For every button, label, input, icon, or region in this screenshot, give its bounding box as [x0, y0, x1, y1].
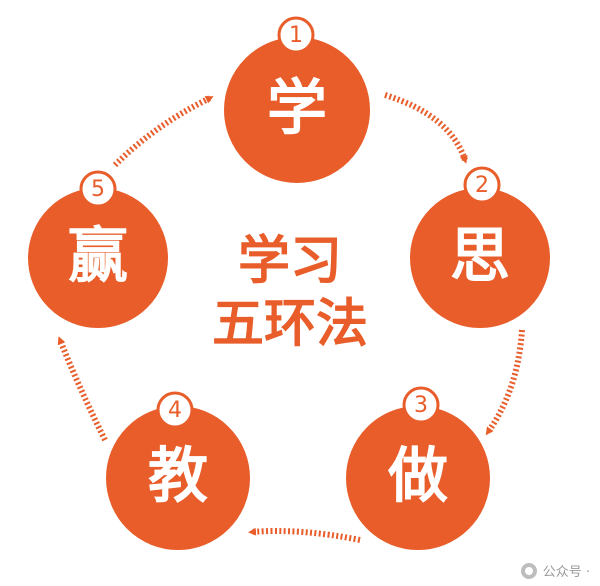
node-label-4: 教: [148, 442, 208, 512]
node-5: 赢 5: [24, 170, 172, 332]
node-4: 教 4: [102, 391, 254, 554]
badge-number-4: 4: [168, 398, 182, 423]
node-3: 做 3: [342, 386, 494, 554]
center-title-line1: 学习: [238, 231, 342, 292]
node-label-3: 做: [387, 442, 448, 512]
badge-number-2: 2: [475, 173, 489, 198]
node-label-2: 思: [450, 222, 510, 292]
badge-circle-3: [402, 386, 440, 424]
badge-number-5: 5: [91, 177, 105, 202]
center-title: 学习 五环法: [212, 231, 368, 355]
center-title-line2: 五环法: [212, 294, 368, 355]
badge-circle-1: [277, 16, 315, 54]
arrow-2-to-3: [485, 329, 525, 436]
cycle-arrows: [57, 92, 525, 543]
badge-number-1: 1: [289, 23, 303, 48]
arrow-5-to-1: [112, 95, 214, 168]
wechat-official-account-icon: [520, 562, 537, 579]
arrow-1-to-2: [384, 92, 468, 164]
badge-circle-5: [79, 170, 117, 208]
node-label-1: 学: [267, 74, 327, 144]
arrow-3-to-4: [248, 527, 361, 543]
node-2: 思 2: [406, 166, 554, 332]
badge-number-3: 3: [414, 393, 428, 418]
watermark-text: 公众号 ·: [542, 565, 590, 580]
badge-circle-4: [156, 391, 194, 429]
badge-circle-2: [463, 166, 501, 204]
node-label-5: 赢: [68, 222, 128, 292]
watermark: 公众号 ·: [520, 561, 590, 580]
arrow-4-to-5: [57, 336, 108, 442]
node-1: 学 1: [220, 16, 374, 187]
